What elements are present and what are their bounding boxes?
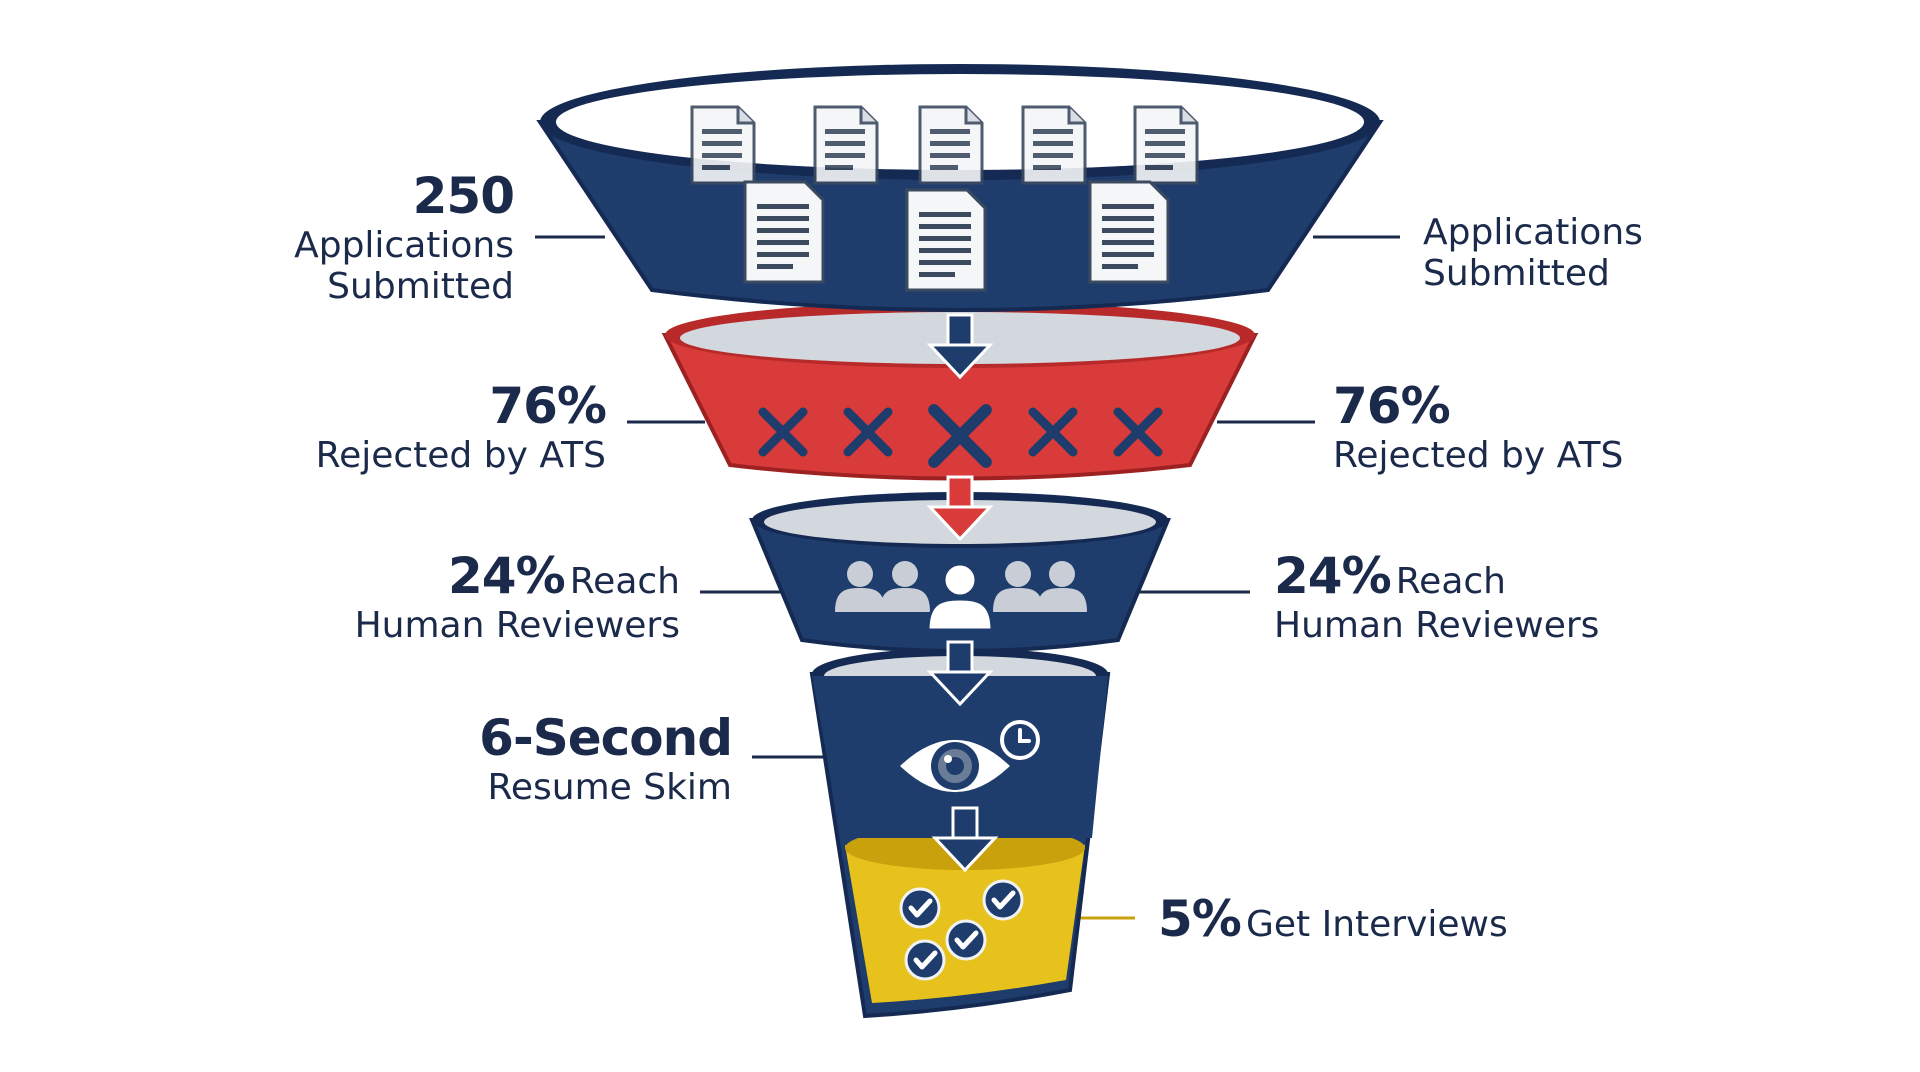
document-icon (690, 105, 756, 185)
rejected-percent-right: 76% (1333, 377, 1451, 435)
eye-icon (900, 740, 1010, 792)
rejected-left-label: 76% Rejected by ATS (260, 377, 607, 477)
human-label-right: Human Reviewers (1274, 605, 1600, 646)
applications-right-label: Applications Submitted (1423, 212, 1743, 294)
document-icon (1088, 180, 1170, 284)
connector-lines (535, 235, 1400, 920)
document-icon (918, 105, 984, 185)
human-percent: 24% (448, 547, 566, 605)
skim-seconds: 6-Second (479, 709, 733, 767)
human-label: Human Reviewers (354, 605, 680, 646)
funnel-stage-applications (536, 64, 1384, 379)
interviews-label: Get Interviews (1245, 904, 1508, 945)
applications-right-line1: Applications (1423, 212, 1643, 253)
check-circle-icon (984, 881, 1022, 919)
human-left-label: 24% Reach Human Reviewers (300, 547, 680, 647)
document-icon (905, 188, 987, 292)
document-icon (1021, 105, 1087, 185)
applications-right-line2: Submitted (1423, 253, 1610, 295)
funnel-stage-skim (812, 676, 1108, 872)
rejected-label: Rejected by ATS (315, 435, 606, 476)
applications-label-line2: Submitted (327, 266, 514, 308)
skim-left-label: 6-Second Resume Skim (400, 709, 733, 809)
applications-left-label: 250 Applications Submitted (230, 167, 515, 308)
document-icon (813, 105, 879, 185)
check-circle-icon (906, 941, 944, 979)
document-icon (1133, 105, 1199, 185)
rejected-percent: 76% (489, 377, 607, 435)
applications-label-line1: Applications (294, 225, 514, 266)
check-circle-icon (901, 889, 939, 927)
human-reach: Reach (569, 561, 680, 602)
rejected-right-label: 76% Rejected by ATS (1333, 377, 1693, 477)
clock-icon (1000, 720, 1040, 760)
rejected-label-right: Rejected by ATS (1333, 435, 1624, 476)
interviews-right-label: 5% Get Interviews (1158, 891, 1578, 948)
check-circle-icon (947, 921, 985, 959)
human-right-label: 24% Reach Human Reviewers (1274, 547, 1674, 647)
skim-label: Resume Skim (487, 767, 732, 808)
funnel-stage-human (749, 492, 1171, 706)
human-percent-right: 24% (1274, 547, 1392, 605)
human-reach-right: Reach (1395, 561, 1506, 602)
document-icon (743, 180, 825, 284)
applications-count: 250 (412, 167, 515, 225)
interviews-percent: 5% (1158, 890, 1242, 948)
